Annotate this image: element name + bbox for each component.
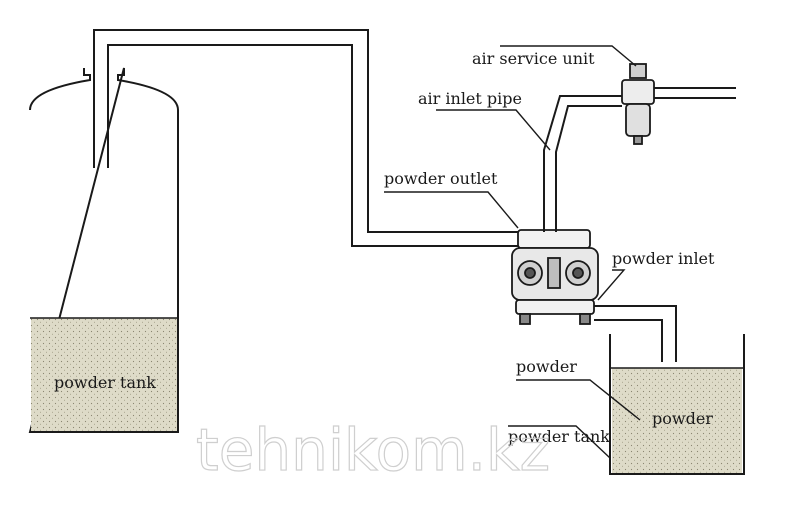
left-tank-powder-fill (31, 318, 177, 431)
label-air-service-unit: air service unit (472, 49, 595, 68)
leader-powder-outlet (384, 191, 519, 229)
air-service-unit (621, 63, 655, 145)
label-powder-tank-left: powder tank (54, 373, 156, 392)
watermark: tehnikom.kz (196, 416, 550, 484)
right-powder-container (609, 334, 745, 475)
leader-air-inlet-pipe (436, 109, 551, 151)
label-air-inlet-pipe: air inlet pipe (418, 89, 522, 108)
left-powder-tank (28, 67, 179, 433)
leader-powder-tank-right (508, 425, 611, 459)
leader-powder-left (516, 379, 641, 421)
leader-air-service-unit (500, 45, 637, 67)
label-powder-in-container: powder (652, 409, 713, 428)
leader-lines (384, 45, 641, 459)
air-inlet-pipe (543, 95, 622, 232)
label-powder-outlet: powder outlet (384, 169, 498, 188)
diaphragm-pump (511, 229, 599, 325)
label-powder-tank-right: powder tank (508, 427, 610, 446)
powder-inlet-pipe (594, 305, 677, 362)
air-supply-line (654, 87, 736, 99)
label-powder: powder (516, 357, 577, 376)
right-container-powder-fill (612, 368, 742, 473)
powder-outlet-pipe (93, 29, 520, 247)
label-powder-inlet: powder inlet (612, 249, 715, 268)
leader-powder-inlet (597, 269, 626, 301)
